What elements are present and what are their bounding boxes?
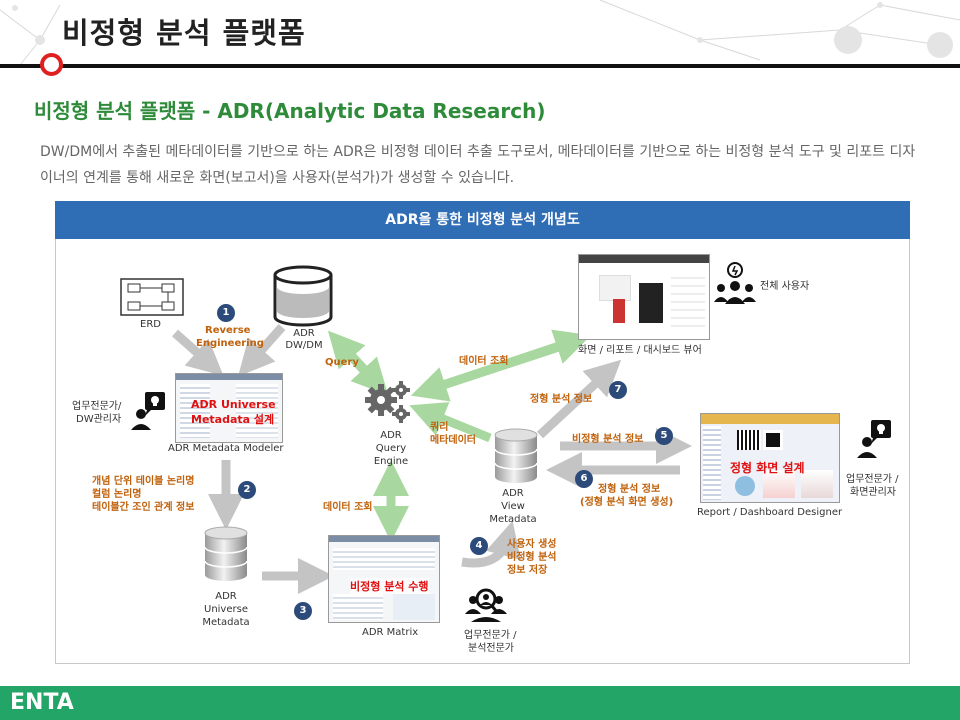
edge-query-meta-2: 메타데이터 (430, 435, 476, 446)
dwdm-label-2: DW/DM (285, 340, 323, 351)
edge-data-lookup-top: 데이터 조회 (459, 356, 509, 367)
step-badge-2: 2 (238, 481, 256, 499)
view-label-1: ADR (502, 488, 524, 499)
step-badge-7: 7 (609, 381, 627, 399)
step-badge-3: 3 (294, 602, 312, 620)
dwdm-label-1: ADR (293, 328, 315, 339)
dwdm-database-icon (273, 265, 333, 327)
edge-formal-gen-1: 정형 분석 정보 (598, 484, 661, 495)
edge-formal-gen-2: (정형 분석 화면 생성) (580, 497, 674, 508)
step-badge-5: 5 (655, 427, 673, 445)
section-subtitle: 비정형 분석 플랫폼 - ADR(Analytic Data Research) (34, 99, 546, 123)
viewer-label: 화면 / 리포트 / 대시보드 뷰어 (578, 345, 702, 356)
query-engine-gears-icon (365, 381, 410, 423)
network-background (0, 0, 960, 66)
matrix-overlay: 비정형 분석 수행 (350, 578, 429, 594)
edge-data-lookup-mid: 데이터 조회 (323, 502, 373, 513)
edge-concept-1: 개념 단위 테이블 논리명 (92, 476, 195, 487)
arrow-view-viewer (536, 359, 622, 439)
universe-label-2: Universe (204, 604, 248, 615)
screen-expert-idea-person-icon (857, 420, 891, 458)
all-users-label: 전체 사용자 (760, 281, 810, 292)
edge-user-gen-2: 비정형 분석 (507, 552, 557, 563)
footer-bar (0, 686, 960, 720)
title-ring-marker (40, 53, 63, 76)
arrow-matrix-view (461, 520, 521, 568)
designer-overlay: 정형 화면 설계 (730, 461, 805, 475)
expert-screen-label-1: 업무전문가 / (846, 474, 899, 485)
step-badge-1: 1 (217, 304, 235, 322)
all-users-idea-icon (714, 262, 756, 304)
edge-concept-3: 테이블간 조인 관계 정보 (92, 502, 195, 513)
designer-label: Report / Dashboard Designer (697, 507, 843, 518)
expert-analyst-label-1: 업무전문가 / (464, 630, 517, 641)
view-label-3: Metadata (489, 514, 537, 525)
edge-user-gen-1: 사용자 생성 (507, 539, 557, 550)
footer-logo: ENTA (10, 690, 74, 715)
view-metadata-cylinder-icon (494, 428, 538, 483)
modeler-overlay-1: ADR Universe (191, 398, 276, 411)
expert-analyst-label-2: 분석전문가 (468, 643, 514, 654)
engine-label-2: Query (375, 443, 407, 454)
modeler-overlay-2: Metadata 설계 (191, 413, 275, 426)
universe-label-3: Metadata (202, 617, 250, 628)
matrix-label: ADR Matrix (362, 627, 419, 638)
edge-concept-2: 컬럼 논리명 (92, 489, 142, 500)
viewer-screenshot (578, 254, 710, 340)
title-underline (0, 64, 960, 68)
edge-reverse-1: Reverse (205, 325, 251, 336)
step-badge-6: 6 (575, 470, 593, 488)
arrow-erd-modeler (172, 329, 224, 376)
expert-dw-label-1: 업무전문가/ (72, 401, 122, 412)
erd-icon (120, 278, 184, 316)
section-description: DW/DM에서 추출된 메타데이터를 기반으로 하는 ADR은 비정형 데이터 … (40, 144, 916, 186)
arrow-view-engine (409, 402, 492, 443)
edge-query: Query (325, 357, 359, 368)
erd-label: ERD (140, 319, 161, 330)
page-title: 비정형 분석 플랫폼 (62, 16, 306, 50)
diagram-header: ADR을 통한 비정형 분석 개념도 (55, 201, 910, 239)
step-badge-4: 4 (470, 537, 488, 555)
engine-label-1: ADR (380, 430, 402, 441)
expert-screen-label-2: 화면관리자 (850, 487, 896, 498)
edge-query-meta-1: 쿼리 (430, 422, 449, 433)
universe-label-1: ADR (215, 591, 237, 602)
engine-label-3: Engine (373, 456, 409, 467)
analyst-group-search-icon (465, 588, 507, 622)
view-label-2: View (501, 501, 525, 512)
modeler-screenshot (175, 373, 283, 443)
edge-user-gen-3: 정보 저장 (507, 565, 548, 576)
edge-formal-info: 정형 분석 정보 (530, 394, 593, 405)
expert-idea-person-icon (131, 392, 165, 430)
arrow-dw-modeler (238, 324, 286, 377)
edge-reverse-2: Engineering (196, 338, 264, 349)
universe-metadata-cylinder-icon (204, 526, 248, 581)
designer-screenshot (700, 413, 840, 503)
modeler-label: ADR Metadata Modeler (168, 443, 284, 454)
edge-informal-info: 비정형 분석 정보 (572, 434, 644, 445)
expert-dw-label-2: DW관리자 (76, 414, 122, 425)
